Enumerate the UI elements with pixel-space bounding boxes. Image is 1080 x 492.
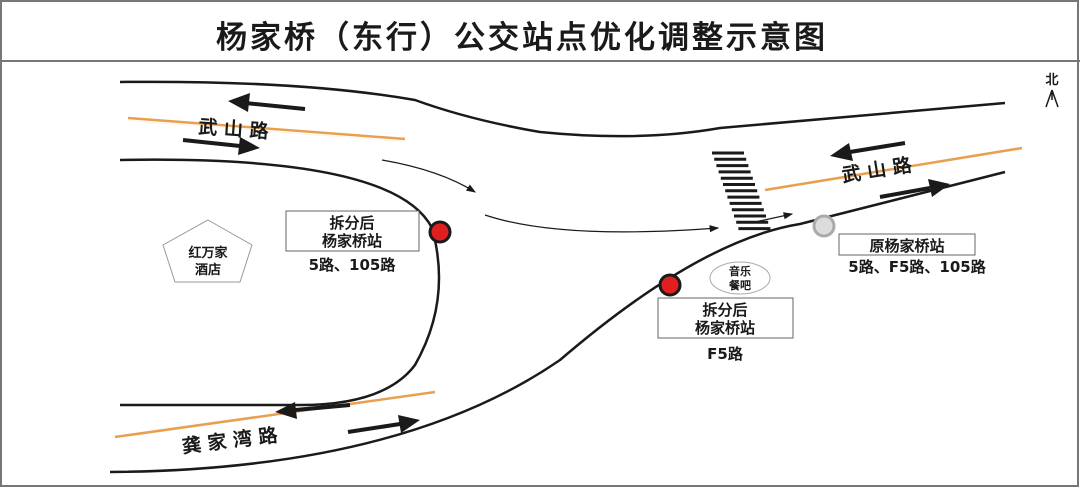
north-arrow-icon [1045, 89, 1059, 108]
stop-label: 杨家桥站 [695, 319, 755, 337]
arrow-west-icon [275, 402, 351, 419]
wushan-road-north-edge [119, 80, 1006, 138]
road-name-gongjiawan: 龚 家 湾 路 [181, 423, 280, 458]
stop-marker-icon[interactable] [812, 214, 836, 238]
arrow-east-icon [879, 179, 950, 199]
hotel-name-line2: 酒店 [195, 262, 221, 278]
road-name-wushan-left: 武 山 路 [198, 115, 271, 143]
bus-route-arrows [381, 159, 794, 233]
centerline-wushan-left [127, 116, 406, 141]
stop-routes: 5路、105路 [309, 256, 397, 274]
crosswalk [712, 151, 771, 231]
arrow-west-icon [228, 93, 306, 112]
traffic-arrows [182, 93, 950, 434]
music-bar-line1: 音乐 [729, 264, 751, 278]
stop-marker-icon[interactable] [658, 273, 682, 297]
arrow-east-icon [182, 137, 260, 155]
stop-label: 拆分后 [702, 301, 747, 319]
music-bar-landmark: 音乐 餐吧 [709, 261, 771, 295]
arrow-west-icon [830, 141, 906, 161]
centerline-gongjiawan [114, 390, 436, 439]
stop-label: 拆分后 [329, 214, 374, 232]
bus-stop-original[interactable]: 原杨家桥站 5路、F5路、105路 [812, 214, 987, 276]
stop-label: 原杨家桥站 [869, 237, 944, 255]
bus-stop-new-2[interactable]: 拆分后 杨家桥站 F5路 [657, 273, 794, 363]
arrow-east-icon [347, 415, 420, 434]
wushan-road-south-edge [119, 158, 441, 407]
stop-label: 杨家桥站 [322, 232, 382, 250]
centerline-wushan-right [764, 146, 1023, 192]
page-title: 杨家桥（东行）公交站点优化调整示意图 [216, 20, 828, 56]
compass-label: 北 [1045, 73, 1058, 88]
hotel-landmark: 红万家 酒店 [162, 219, 253, 283]
road-centerlines [114, 116, 1023, 439]
stop-routes: F5路 [707, 345, 744, 363]
stop-routes: 5路、F5路、105路 [848, 258, 986, 276]
gongjiawan-road-east-edge [109, 170, 1006, 474]
hotel-name-line1: 红万家 [188, 245, 228, 261]
bus-stop-new-1[interactable]: 拆分后 杨家桥站 5路、105路 [285, 210, 452, 274]
music-bar-line2: 餐吧 [728, 278, 751, 292]
stop-marker-icon[interactable] [428, 220, 452, 244]
road-edges [109, 80, 1006, 474]
